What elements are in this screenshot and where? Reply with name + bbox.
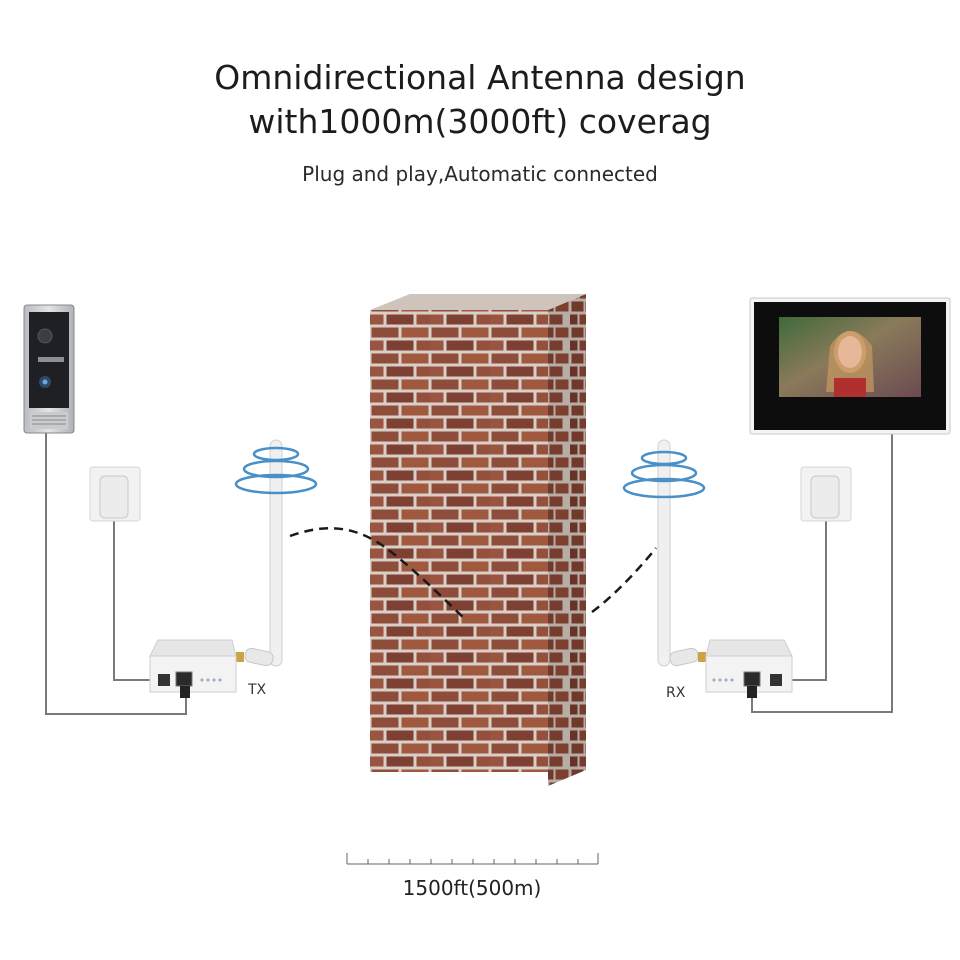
distance-label: 1500ft(500m) (402, 876, 542, 900)
power-adapter-icon (89, 466, 141, 522)
video-monitor-icon (749, 297, 951, 435)
doorbell-panel-icon (23, 304, 75, 434)
page-title: Omnidirectional Antenna design with1000m… (0, 56, 960, 144)
wireless-link-rx (591, 547, 657, 614)
rx-label: RX (666, 685, 686, 701)
distance-scale (346, 853, 599, 865)
brick-wall-icon (370, 294, 586, 786)
tx-power-adapter (89, 466, 141, 522)
rx-signal-waves (622, 450, 706, 499)
wireless-link (289, 527, 467, 621)
rx-power-adapter (800, 466, 852, 522)
power-adapter-icon (800, 466, 852, 522)
rx-cables (751, 432, 893, 713)
antenna-icon (657, 439, 706, 667)
tx-label: TX (247, 682, 267, 698)
title-line-1: Omnidirectional Antenna design (214, 58, 746, 97)
wireless-bridge-icon (149, 639, 237, 698)
tx-bridge: TX (149, 439, 283, 698)
wireless-bridge-icon (705, 639, 793, 698)
antenna-icon (236, 439, 283, 667)
tx-signal-waves (234, 446, 318, 495)
title-line-2: with1000m(3000ft) coverag (248, 102, 712, 141)
tx-cables (45, 432, 187, 715)
page-subtitle: Plug and play,Automatic connected (302, 162, 658, 186)
